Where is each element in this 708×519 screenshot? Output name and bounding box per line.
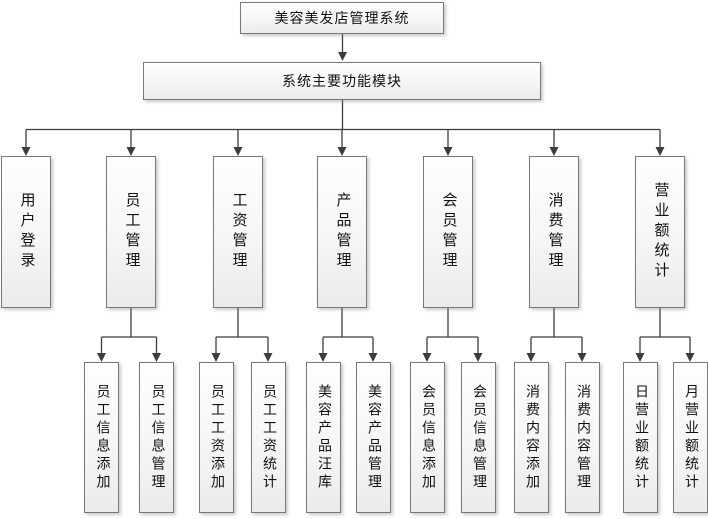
- module-box-consumption-mgmt: 消费管理: [529, 156, 579, 308]
- leaf-box-product-stock-in: 美容产品汪库: [305, 362, 341, 513]
- leaf-box-daily-revenue-stats: 日营业额统计: [622, 362, 658, 513]
- module-box-salary-mgmt: 工资管理: [213, 156, 263, 308]
- connector-staff-children: [97, 308, 161, 362]
- module-label: 产品管理: [334, 192, 351, 272]
- root-box: 美容美发店管理系统: [240, 2, 444, 34]
- leaf-label: 消费内容添加: [524, 383, 539, 492]
- leaf-box-salary-add: 员工工资添加: [198, 362, 234, 513]
- module-box-member-mgmt: 会员管理: [423, 156, 473, 308]
- main-modules-title: 系统主要功能模块: [282, 75, 402, 90]
- module-label: 会员管理: [440, 192, 457, 272]
- leaf-label: 会员信息管理: [471, 383, 486, 492]
- leaf-box-salary-stats: 员工工资统计: [250, 362, 286, 513]
- leaf-label: 员工信息管理: [149, 383, 165, 492]
- module-box-revenue-stats: 营业额统计: [635, 156, 685, 308]
- arrowhead-icon: [338, 52, 347, 61]
- connector-root-to-main: [338, 34, 347, 61]
- leaf-box-product-mgmt: 美容产品管理: [355, 362, 391, 513]
- connector-product-children: [318, 308, 378, 362]
- leaf-label: 美容产品管理: [366, 383, 381, 492]
- leaf-box-staff-info-mgmt: 员工信息管理: [139, 362, 174, 513]
- leaf-label: 月营业额统计: [683, 383, 698, 492]
- leaf-box-member-info-add: 会员信息添加: [409, 362, 445, 513]
- leaf-label: 员工工资统计: [261, 383, 276, 492]
- leaf-box-monthly-revenue-stats: 月营业额统计: [672, 362, 708, 513]
- module-label: 消费管理: [546, 192, 563, 272]
- leaf-label: 美容产品汪库: [316, 383, 331, 492]
- module-label: 员工管理: [123, 192, 140, 272]
- module-box-user-login: 用户登录: [1, 156, 51, 308]
- leaf-label: 员工工资添加: [209, 383, 224, 492]
- module-label: 工资管理: [230, 192, 247, 272]
- module-box-product-mgmt: 产品管理: [317, 156, 367, 308]
- leaf-box-member-info-mgmt: 会员信息管理: [460, 362, 496, 513]
- module-label: 用户登录: [18, 192, 35, 272]
- main-modules-box: 系统主要功能模块: [143, 62, 541, 100]
- leaf-label: 员工信息添加: [94, 383, 110, 492]
- root-title: 美容美发店管理系统: [274, 12, 410, 27]
- leaf-label: 消费内容管理: [575, 383, 590, 492]
- leaf-box-consume-content-mgmt: 消费内容管理: [564, 362, 600, 513]
- leaf-box-staff-info-add: 员工信息添加: [84, 362, 119, 513]
- leaf-label: 日营业额统计: [633, 383, 648, 492]
- module-label: 营业额统计: [652, 182, 669, 282]
- leaf-label: 会员信息添加: [420, 383, 435, 492]
- connector-revenue-children: [635, 308, 695, 362]
- leaf-box-consume-content-add: 消费内容添加: [513, 362, 549, 513]
- module-box-staff-mgmt: 员工管理: [106, 156, 156, 308]
- connector-member-children: [422, 308, 483, 362]
- connector-consumption-children: [526, 308, 587, 362]
- connector-main-to-modules: [21, 100, 665, 156]
- connector-salary-children: [211, 308, 273, 362]
